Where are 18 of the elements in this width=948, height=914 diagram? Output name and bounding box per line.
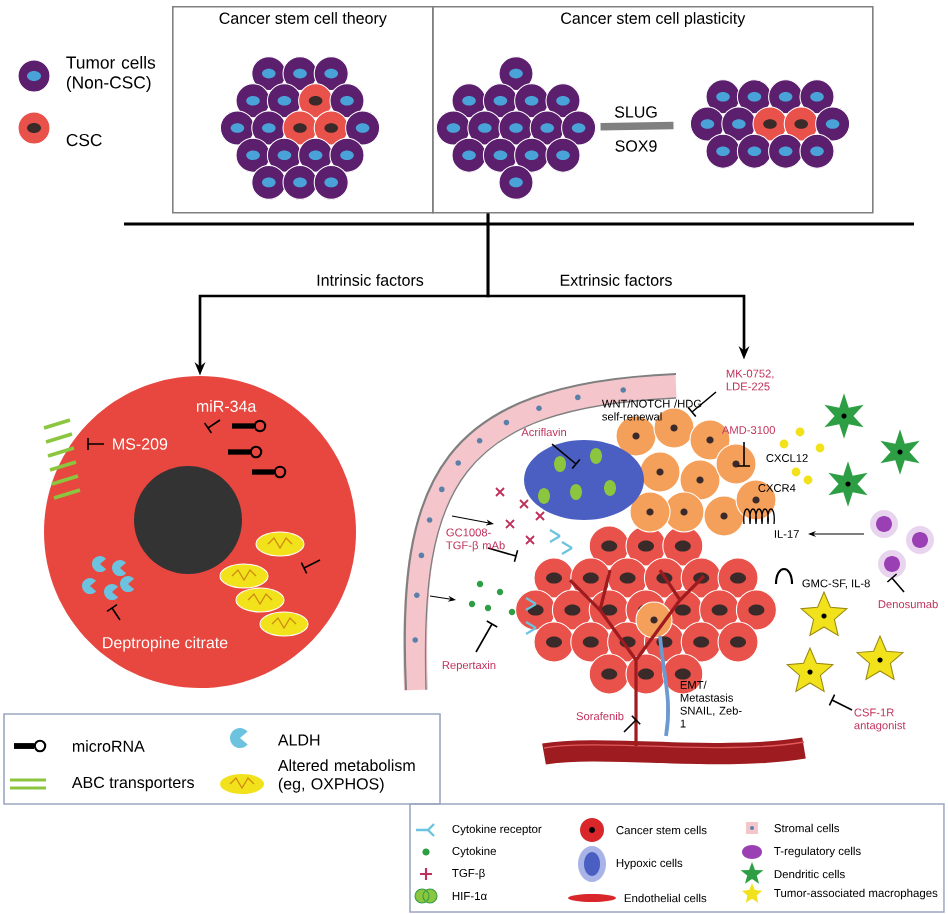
annotation-label: SOX9 [615,140,657,152]
legend-text: Tumor cells (Non-CSC) [66,56,156,93]
cell-cluster-drawing [689,79,851,169]
legend-text: CSC [66,133,102,147]
connector-line [600,121,674,131]
annotation-label: MS-209 [113,438,168,450]
cell-cluster-drawing [219,56,381,200]
cell-cluster-drawing [435,56,597,200]
legend-text: Altered metabolism (eg, OXPHOS) [277,759,415,793]
legend-text: microRNA [72,740,145,752]
panel-box: Cancer stem cell theory [172,6,434,214]
legend-text: ALDH [277,734,320,746]
edge-label: SLUG [614,106,657,118]
annotation-label: miR-34a [196,400,257,412]
edge-label: Extrinsic factors [560,274,672,286]
edge-label: Intrinsic factors [317,274,424,286]
legend-text: ABC transporters [71,776,194,792]
annotation-label: Deptropine citrate [103,636,228,652]
